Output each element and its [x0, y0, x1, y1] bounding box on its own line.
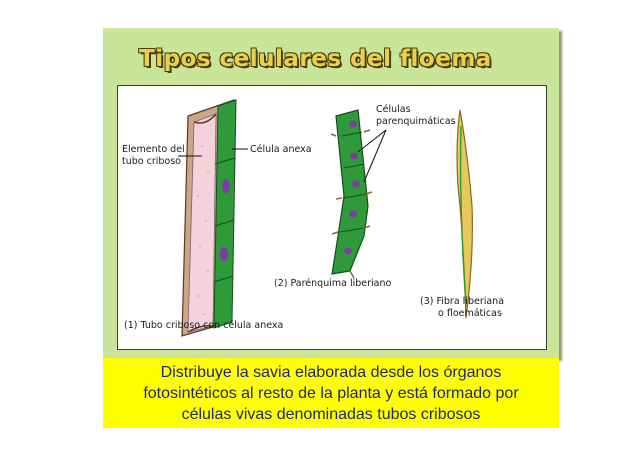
parenchyma-drawing	[331, 110, 372, 278]
label-parenchyma-line2: parenquimáticas	[376, 116, 456, 128]
slide-title: Tipos celulares del floema	[139, 46, 492, 72]
caption-line-1: Distribuye la savia elaborada desde los …	[103, 362, 559, 383]
phloem-figure: Elemento del tubo criboso Célula anexa C…	[117, 85, 547, 350]
label-companion-cell: Célula anexa	[250, 144, 312, 156]
label-fig1: (1) Tubo criboso con célula anexa	[124, 320, 283, 332]
label-element-tube-line1: Elemento del	[122, 144, 185, 156]
fiber-drawing	[457, 110, 472, 318]
label-fig3-line1: (3) Fibra liberiana	[420, 296, 504, 308]
sieve-tube-drawing	[182, 100, 236, 336]
label-element-tube-line2: tubo criboso	[122, 156, 181, 168]
label-fig3-line2: o floemáticas	[438, 308, 502, 320]
caption-line-3: células vivas denominadas tubos cribosos	[103, 404, 559, 425]
label-parenchyma-line1: Células	[376, 104, 411, 116]
caption-line-2: fotosintéticos al resto de la planta y e…	[103, 383, 559, 404]
caption-box: Distribuye la savia elaborada desde los …	[103, 358, 559, 428]
label-fig2: (2) Parénquima liberiano	[274, 278, 391, 290]
slide-panel: Tipos celulares del floema	[103, 28, 559, 358]
